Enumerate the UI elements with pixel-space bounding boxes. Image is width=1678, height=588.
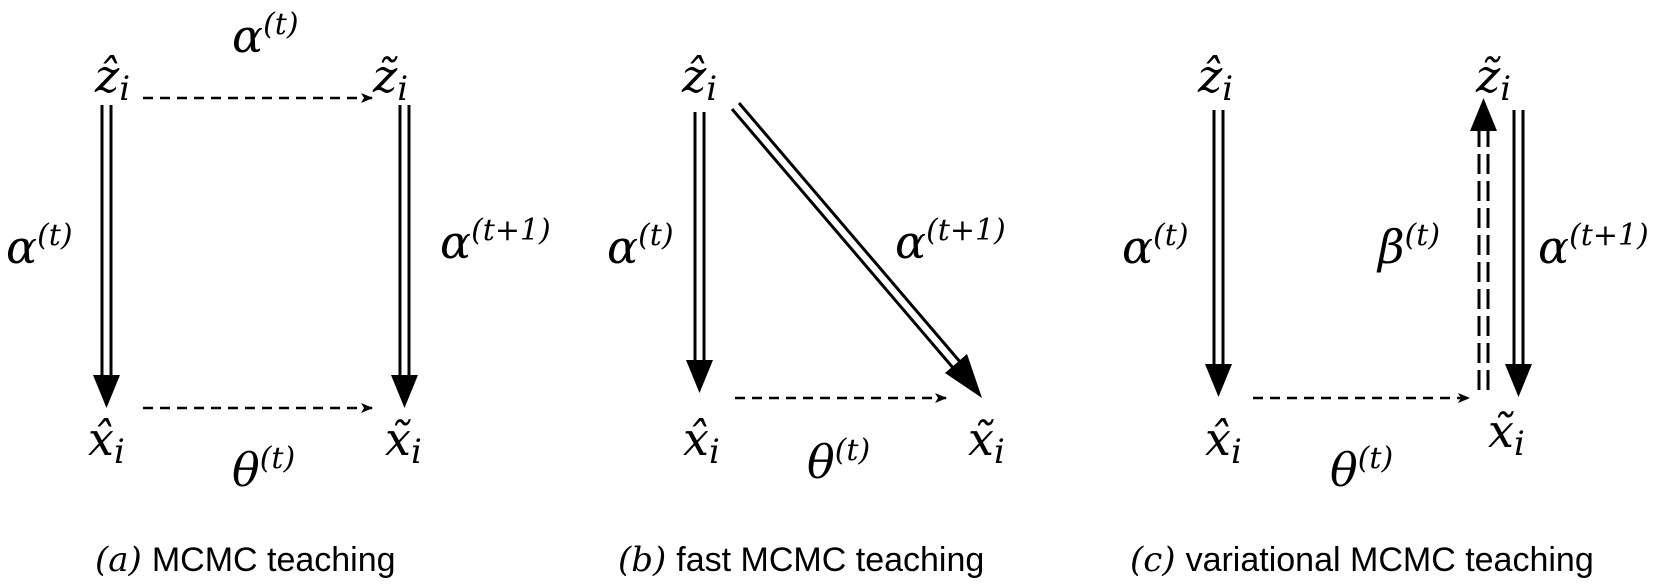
label-right: α(t+1) bbox=[440, 213, 551, 269]
panel-b: ẑi x̂i x̃i α(t) α(t+1) θ(t) bbox=[607, 49, 1006, 580]
arrow-middle-dashed-up bbox=[1470, 98, 1497, 390]
node-x-tilde: x̃i bbox=[1488, 404, 1525, 464]
node-z-hat: ẑi bbox=[681, 49, 717, 109]
label-bottom: θ(t) bbox=[1330, 441, 1393, 497]
label-top: α(t) bbox=[232, 7, 299, 63]
arrow-diagonal-double bbox=[730, 102, 982, 398]
node-x-tilde: x̃i bbox=[385, 412, 422, 472]
caption-b: (b)fast MCMC teaching bbox=[618, 540, 984, 580]
node-z-hat: ẑi bbox=[94, 49, 130, 109]
node-x-hat: x̂i bbox=[1205, 412, 1242, 472]
arrow-right-double bbox=[391, 105, 418, 408]
caption-a: (a)MCMC teaching bbox=[95, 540, 396, 580]
arrow-left-double bbox=[686, 112, 713, 393]
node-z-tilde: z̃i bbox=[372, 49, 408, 109]
arrow-left-double bbox=[1205, 110, 1232, 397]
arrow-left-double bbox=[93, 105, 120, 408]
node-x-hat: x̂i bbox=[88, 412, 125, 472]
label-middle: β(t) bbox=[1376, 218, 1440, 274]
caption-c: (c)variational MCMC teaching bbox=[1130, 540, 1594, 580]
label-left: α(t) bbox=[6, 218, 73, 274]
node-x-tilde: x̃i bbox=[968, 412, 1005, 472]
node-x-hat: x̂i bbox=[683, 412, 720, 472]
panel-a: ẑi z̃i x̂i x̃i α(t) bbox=[6, 7, 551, 580]
node-z-tilde: z̃i bbox=[1475, 49, 1511, 109]
arrow-right-double bbox=[1505, 110, 1532, 397]
label-left: α(t) bbox=[607, 218, 674, 274]
panel-c: ẑi z̃i x̂i x̃i bbox=[1122, 49, 1649, 580]
label-left: α(t) bbox=[1122, 218, 1189, 274]
label-bottom: θ(t) bbox=[232, 441, 295, 497]
label-diagonal: α(t+1) bbox=[895, 213, 1006, 269]
label-right: α(t+1) bbox=[1538, 218, 1649, 274]
node-z-hat: ẑi bbox=[1197, 49, 1233, 109]
label-bottom: θ(t) bbox=[807, 433, 870, 489]
